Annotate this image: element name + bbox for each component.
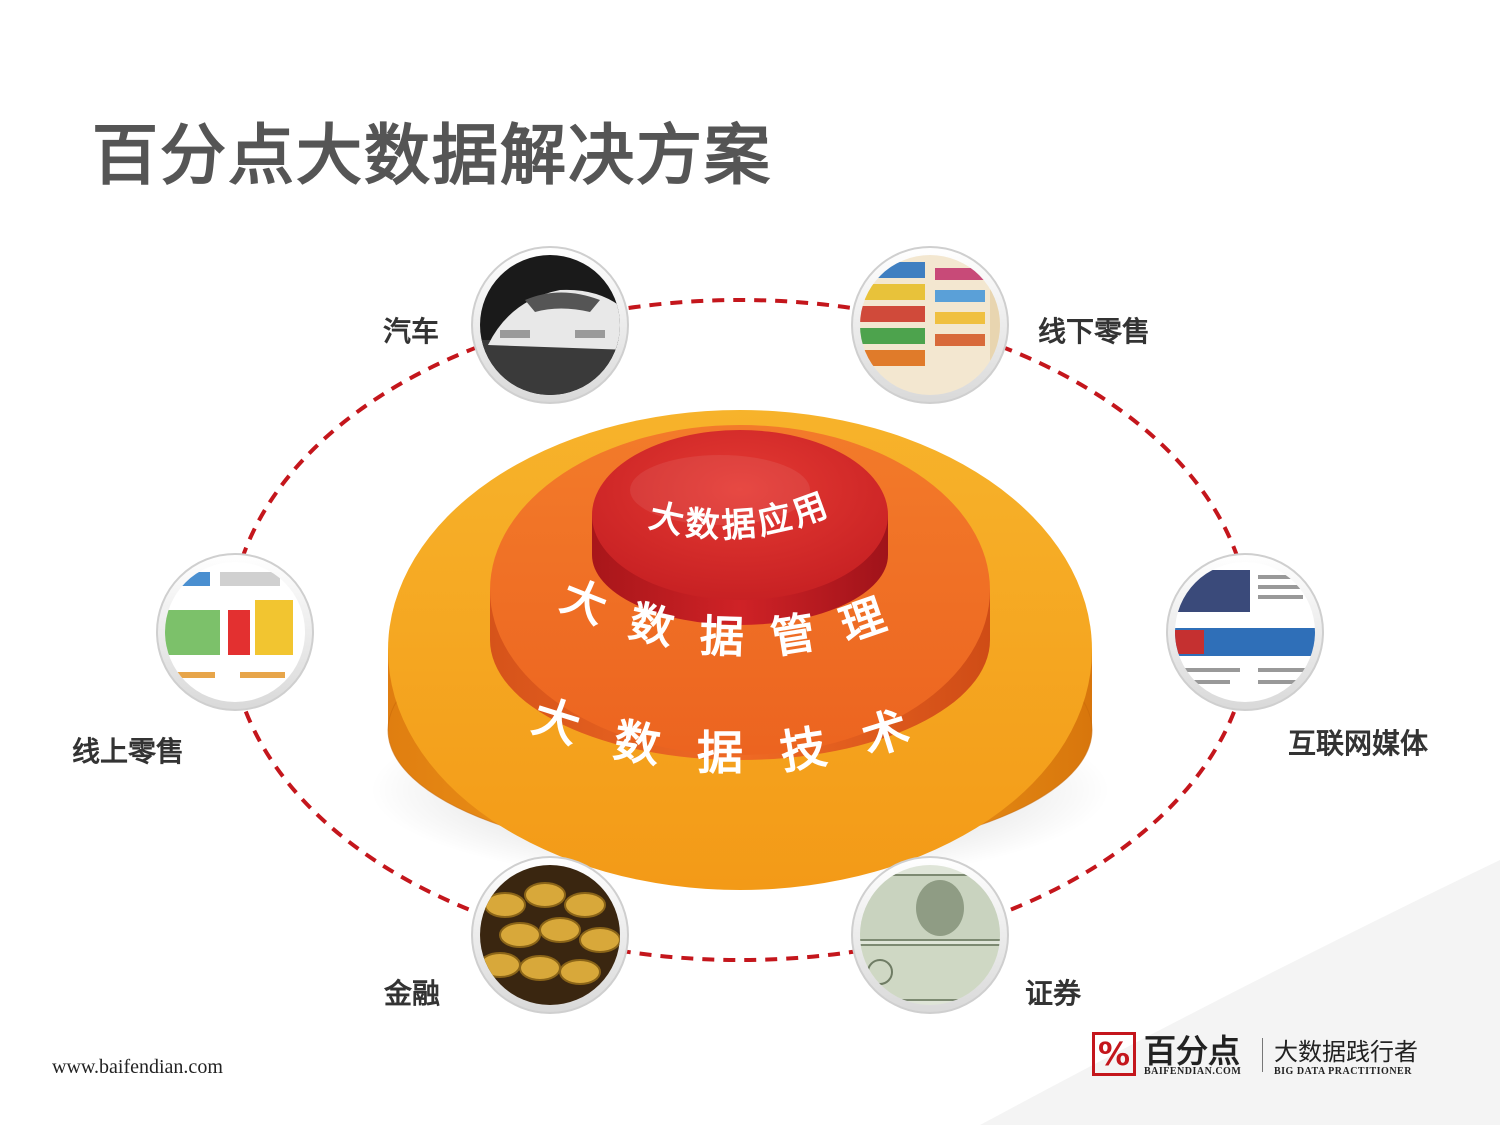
supermarket-shelves-image: [851, 246, 1009, 404]
gold-coins-image: [471, 856, 629, 1014]
industry-label-automotive: 汽车: [383, 315, 440, 348]
brand-domain: BAIFENDIAN.COM: [1144, 1066, 1242, 1077]
sports-car-image: [471, 246, 629, 404]
brand-logo-icon: %: [1092, 1032, 1136, 1076]
industry-label-offline-retail: 线下零售: [1038, 315, 1151, 348]
industry-label-finance: 金融: [384, 977, 441, 1010]
brand-slogan-english: BIG DATA PRACTITIONER: [1274, 1066, 1412, 1077]
brand-divider: [1262, 1038, 1263, 1072]
brand-name: 百分点: [1144, 1032, 1241, 1070]
background-swoosh: [980, 860, 1500, 1125]
brand-footer: % 百分点 BAIFENDIAN.COM 大数据践行者 BIG DATA PRA…: [1092, 1030, 1432, 1082]
layer-application: [592, 430, 888, 625]
industry-label-internet-media: 互联网媒体: [1288, 727, 1429, 760]
dollar-bills-image: [851, 856, 1009, 1014]
online-shop-page-image: [156, 553, 314, 711]
industry-label-securities: 证券: [1025, 977, 1082, 1010]
page-title: 百分点大数据解决方案: [92, 117, 772, 194]
website-url: www.baifendian.com: [52, 1056, 223, 1078]
brand-slogan: 大数据践行者: [1274, 1038, 1418, 1066]
industry-label-online-retail: 线上零售: [72, 735, 185, 768]
news-website-image: [1166, 553, 1324, 711]
